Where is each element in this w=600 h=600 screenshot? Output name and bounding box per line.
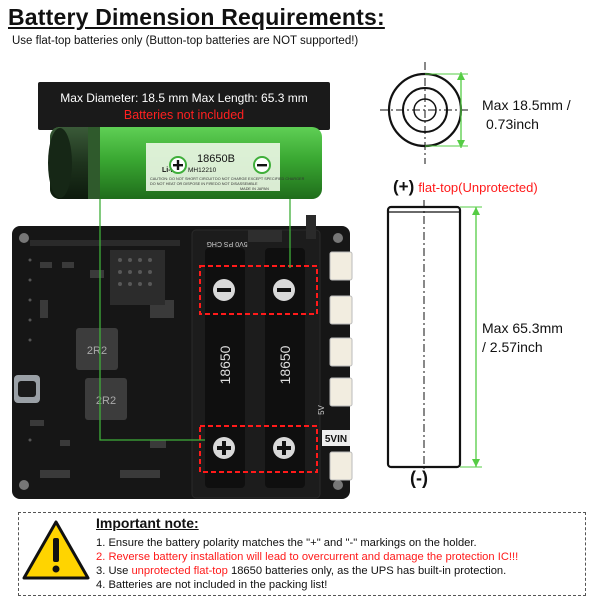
- battery-fine-3: DO NOT CHARGE EXCEPT SPECIFIED CHARGER: [215, 177, 305, 181]
- battery-18650: 18650B Li-ion MH12210 CAUTION: DO NOT SH…: [48, 127, 322, 199]
- silk-top: 5V0 PS CHG: [206, 240, 247, 247]
- slot-2-label: 18650: [277, 345, 293, 384]
- length-label-2: / 2.57inch: [482, 339, 543, 355]
- unprotected-text: (Unprotected): [458, 180, 538, 195]
- jst-connectors: [329, 251, 353, 481]
- inductor-1: [76, 328, 118, 370]
- diameter-label-2: 0.73inch: [486, 116, 539, 132]
- length-label-1: Max 65.3mm: [482, 320, 563, 336]
- note-line-3-prefix: 3. Use: [96, 565, 132, 577]
- inductor-2: [85, 378, 127, 420]
- battery-slot-2: [265, 248, 305, 488]
- inductor-2-label: 2R2: [96, 395, 116, 407]
- minus-terminal-box: [199, 265, 318, 315]
- power-switch: [306, 215, 316, 239]
- battery-code: MH12210: [188, 167, 217, 174]
- page-title: Battery Dimension Requirements:: [8, 4, 385, 30]
- diameter-label-1: Max 18.5mm /: [482, 97, 571, 113]
- battery-fine-4: DO NOT DISASSEMBLE: [215, 182, 258, 186]
- silk-side: 5V: [317, 404, 326, 414]
- battery-fine-2: DO NOT HEAT OR DISPOSE IN FIRE: [150, 182, 215, 186]
- silk-5vin: 5VIN: [325, 434, 347, 445]
- battery-slot-1: [205, 248, 245, 488]
- callout-not-included: Batteries not included: [123, 108, 245, 122]
- plus-label: (+): [393, 177, 415, 196]
- battery-model: 18650B: [197, 153, 235, 165]
- battery-fine-1: CAUTION: DO NOT SHORT CIRCUIT: [150, 177, 215, 181]
- callout-dimensions: Max Diameter: 18.5 mm Max Length: 65.3 m…: [60, 91, 308, 105]
- battery-top-view: [380, 62, 470, 164]
- warning-icon: [22, 520, 90, 580]
- board-components: 2R2 2R2: [14, 233, 343, 490]
- page-subtitle: Use flat-top batteries only (Button-top …: [12, 35, 359, 47]
- slot-1-label: 18650: [217, 345, 233, 384]
- battery-side-view: [386, 200, 482, 474]
- important-note-box: [18, 512, 586, 596]
- plus-terminal-box: [199, 425, 318, 473]
- flat-top-label: (+) flat-top(Unprotected): [393, 177, 538, 197]
- note-line-3: 3. Use unprotected flat-top 18650 batter…: [96, 565, 506, 577]
- ups-board: 2R2 2R2 18650 18650 5V0 PS CHG: [12, 215, 353, 499]
- note-line-2: 2. Reverse battery installation will lea…: [96, 551, 519, 563]
- minus-label: (-): [410, 468, 428, 488]
- note-line-3-suffix: 18650 batteries only, as the UPS has bui…: [227, 565, 507, 577]
- flat-top-text: flat-top: [418, 180, 459, 195]
- battery-made-in: MADE IN JAPAN: [240, 187, 269, 191]
- note-line-4: 4. Batteries are not included in the pac…: [96, 579, 328, 591]
- note-line-1: 1. Ensure the battery polarity matches t…: [96, 537, 477, 549]
- inductor-1-label: 2R2: [87, 345, 107, 357]
- note-heading: Important note:: [96, 515, 199, 531]
- note-line-3-highlight: unprotected flat-top: [131, 565, 228, 577]
